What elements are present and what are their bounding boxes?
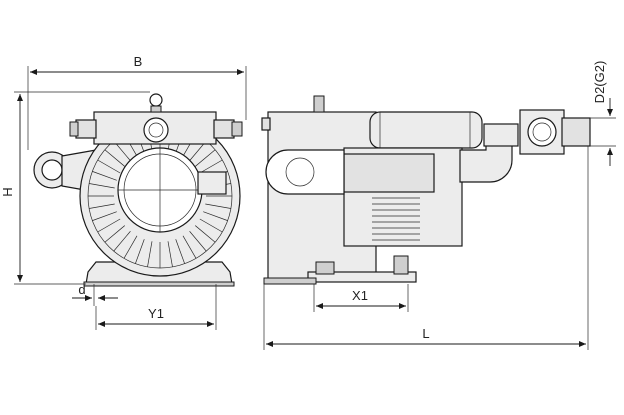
dim-label-d: d: [78, 282, 85, 297]
dim-label-X1: X1: [352, 288, 368, 303]
dim-label-Y1: Y1: [148, 306, 164, 321]
dim-label-H: H: [0, 187, 15, 196]
cooling-fins: [88, 124, 232, 268]
front-view: [33, 93, 243, 287]
side-view: [261, 95, 591, 285]
motor-fins: [372, 197, 420, 241]
dim-label-B: B: [134, 54, 143, 69]
dim-label-L: L: [422, 326, 429, 341]
dim-label-D2: D2(G2): [592, 61, 607, 104]
dimension-lines: [14, 66, 616, 350]
